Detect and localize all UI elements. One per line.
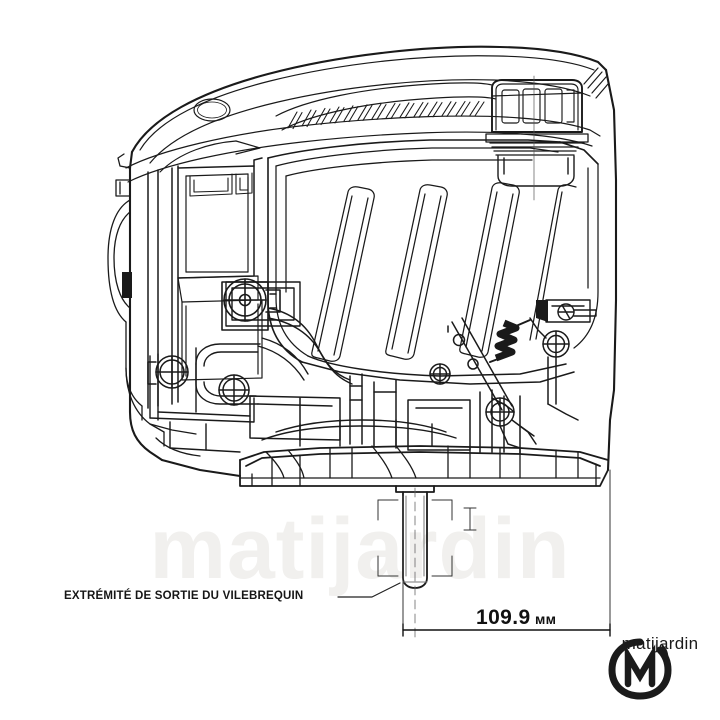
dimension-guide-marks [377, 499, 477, 577]
governor-arm [529, 317, 579, 421]
governor-spring [494, 319, 520, 362]
lower-left-skirt [125, 367, 201, 457]
crankcase-left-wall [149, 347, 255, 453]
brand-name: matijardin [621, 634, 699, 653]
sump-base-detail [239, 445, 601, 487]
bracket-dark-tab [536, 300, 548, 322]
governor-linkage [447, 317, 537, 449]
vent-slats [287, 100, 485, 130]
oil-fill-neck [497, 155, 575, 187]
mounting-boss-mid [218, 374, 250, 406]
mounting-boss-left [147, 355, 189, 389]
dimension-value: 109.9 [476, 606, 531, 629]
oil-filler-cap [491, 79, 583, 133]
throttle-bracket [545, 299, 597, 323]
intake-elbow [195, 343, 261, 405]
carb-linkage-tube [257, 307, 353, 385]
brand-logo: matijardin [604, 634, 716, 654]
dimension-label: 109.9 мм [476, 606, 556, 630]
sump-mount-pads [261, 419, 457, 447]
crankcase-right [407, 363, 521, 455]
oil-cap-collar [485, 133, 589, 156]
engine-top-cover-inner [125, 55, 601, 183]
monogram-m-icon [608, 638, 672, 700]
engine-top-cover [128, 45, 608, 170]
air-cleaner-ribs [189, 172, 253, 197]
callout-leader-line [337, 582, 401, 598]
dimension-extension-lines [402, 469, 611, 637]
crankshaft-callout-label: EXTRÉMITÉ DE SORTIE DU VILEBREQUIN [64, 590, 304, 602]
blower-housing-shell [275, 147, 599, 357]
engine-body-outline [128, 68, 618, 478]
cover-oval-detail [193, 98, 231, 122]
cooling-vent-louvers [275, 82, 497, 131]
dimension-unit: мм [535, 611, 557, 627]
sump-base [239, 445, 609, 487]
dimension-line [402, 623, 611, 637]
dipstick-handle [583, 67, 609, 99]
left-side-flange [107, 153, 143, 407]
blower-housing-ribs [311, 182, 577, 362]
